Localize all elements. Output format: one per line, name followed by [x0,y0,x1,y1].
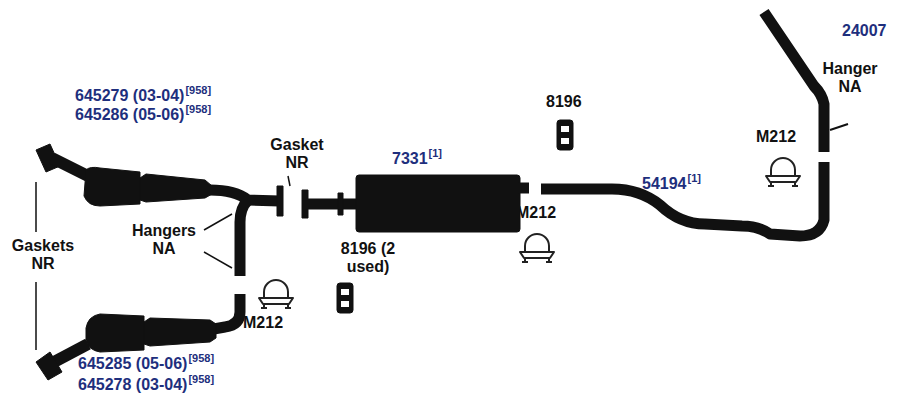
leader-line [36,176,290,350]
hanger-isolator [337,283,353,313]
part-number: 24007 [842,22,887,40]
u-bolt-clamp [766,158,800,186]
hanger-isolator [557,120,573,150]
gasket-note: Gasket NR [262,136,332,172]
pipe [541,162,824,236]
hanger [830,124,848,130]
footnote-ref: [958] [185,84,211,96]
clamp-number: M212 [516,204,556,222]
u-bolt-clamp [259,280,293,308]
clamp-number: M212 [756,128,796,146]
u-bolt-clamp [520,234,554,262]
part-number: 645278 (03-04) [78,376,187,394]
pipe [240,200,248,276]
pipe [518,183,529,194]
hanger-note: Hangers NA [126,222,202,258]
part-number: 645286 (05-06) [75,106,184,124]
catalytic-converter [140,174,212,202]
part-number: 645279 (03-04) [75,87,184,105]
part-number: 8196 [546,93,582,111]
part-number: 645285 (05-06) [78,355,187,373]
footnote-ref: [1] [429,147,442,159]
flange [36,352,62,380]
flange [277,186,283,216]
pipe-joint [338,193,343,215]
catalytic-converter [144,318,216,346]
catalytic-converter [86,314,144,352]
hanger-number: 8196 (2 used) [328,240,408,276]
clamp-number: M212 [243,314,283,332]
part-number: 54194 [642,175,687,193]
part-number: 7331 [392,150,428,168]
pipe [306,199,358,210]
gasket-note: Gaskets NR [6,237,80,273]
footnote-ref: [958] [188,373,214,385]
footnote-ref: [1] [688,172,701,184]
catalytic-converter [84,167,140,206]
muffler [356,175,520,232]
footnote-ref: [958] [188,352,214,364]
footnote-ref: [958] [185,103,211,115]
hanger-note: Hanger NA [818,60,882,96]
pipe [52,158,88,176]
